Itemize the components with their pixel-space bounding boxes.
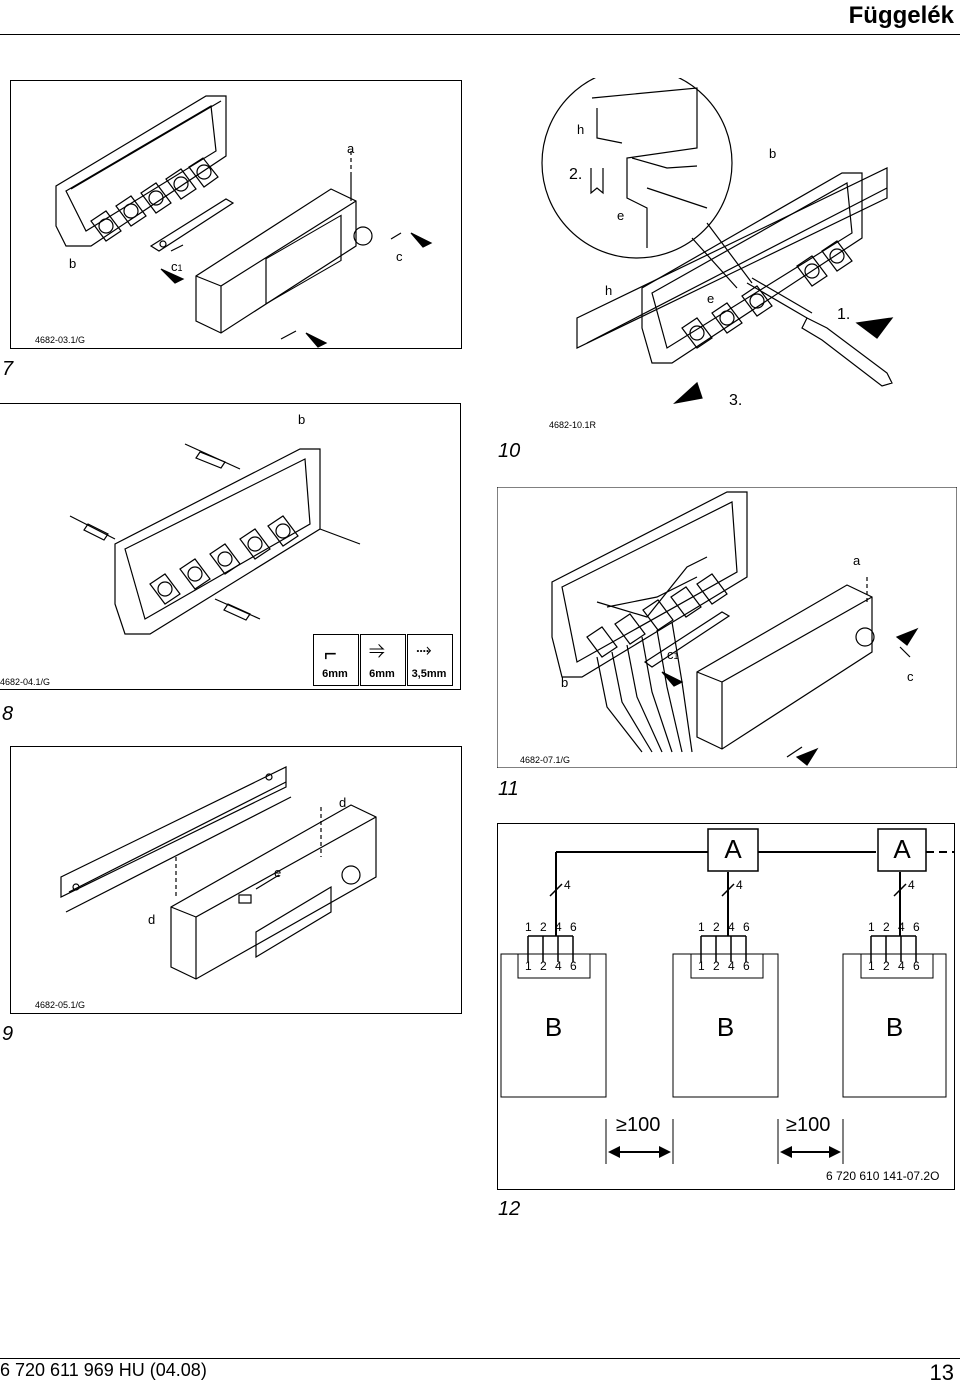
figure-12-diagram [500,828,954,1164]
upper-terminal-2-3: 4 [728,920,735,934]
upper-terminal-2-2: 2 [713,920,720,934]
distance-2-value: 100 [796,1114,831,1136]
fig12-code: 6 720 610 141-07.2O [826,1169,940,1183]
upper-terminal-3-1: 1 [868,920,875,934]
upper-terminal-2-4: 6 [743,920,750,934]
fig8-label-b: b [298,412,306,427]
tool-drill-label: 6mm [322,668,348,680]
box-b-3: B [885,1012,904,1042]
figure-11-number: 11 [498,778,519,800]
fig11-code: 4682-07.1/G [520,755,571,765]
upper-terminal-3-3: 4 [898,920,905,934]
box-a-1: A [724,834,742,864]
dowel-icon: ⥤ [369,639,385,661]
fig11-label-c1-letter: c [667,647,674,662]
fig10-step-1: 1. [837,306,851,323]
distance-1-symbol: ≥ [616,1114,627,1136]
distance-1: ≥100 [616,1114,660,1137]
footer-doc-id: 6 720 611 969 HU (04.08) [0,1360,207,1380]
upper-terminal-3-2: 2 [883,920,890,934]
figure-12-number: 12 [498,1198,521,1220]
fig10-label-h-top: h [577,122,585,137]
strip-terminal-3-3: 4 [898,959,905,973]
fig11-label-c1-sub: 1 [673,651,679,661]
fig11-label-c: c [907,669,914,684]
screw-icon: ⤑ [416,639,432,661]
wire-count-2: 4 [736,878,743,892]
fig7-label-a: a [347,141,355,156]
distance-2-symbol: ≥ [786,1114,797,1136]
figure-9-panel: d e d 4682-05.1/G [10,746,462,1014]
fig9-label-d: d [148,912,156,927]
tool-screw-box: ⤑ [407,634,453,686]
figure-7-number: 7 [2,358,14,380]
page-title: Függelék [848,2,954,29]
upper-terminal-1-2: 2 [540,920,547,934]
fig9-label-d-top: d [339,795,347,810]
figure-12-panel: A A 4 4 4 1 2 4 6 1 2 4 6 1 2 4 6 1 2 4 … [497,823,955,1190]
fig7-label-c1: c1 [171,259,183,274]
figure-10-panel: h b 2. e h e 1. 3. 4682-10.1R [497,78,957,430]
figure-10-number: 10 [498,440,521,462]
tool-drill-box: ⌐ [313,634,359,686]
figure-9-illustration [60,766,377,980]
figure-7-panel: a b c1 c 4682-03.1/G [10,80,462,349]
strip-terminal-1-3: 4 [555,959,562,973]
fig10-label-e-top: e [617,208,625,223]
box-b-1: B [544,1012,563,1042]
fig10-label-e: e [707,291,715,306]
figure-7-illustration [55,95,433,348]
figure-11-panel: a c1 b c [497,487,957,768]
figure-10-illustration [541,78,894,404]
fig8-code: 4682-04.1/G [0,677,51,687]
fig10-step-2: 2. [569,166,583,183]
distance-2: ≥100 [786,1114,830,1137]
fig7-code: 4682-03.1/G [35,335,86,345]
fig10-label-h: h [605,283,613,298]
fig10-code: 4682-10.1R [549,420,597,430]
upper-terminal-2-1: 1 [698,920,705,934]
wire-count-1: 4 [564,878,571,892]
fig7-label-b: b [69,256,77,271]
strip-terminal-3-4: 6 [913,959,920,973]
fig9-code: 4682-05.1/G [35,1000,86,1010]
upper-terminal-1-3: 4 [555,920,562,934]
wire-count-3: 4 [908,878,915,892]
fig11-label-a: a [853,553,861,568]
box-a-2: A [893,834,911,864]
strip-terminal-2-1: 1 [698,959,705,973]
strip-terminal-1-1: 1 [525,959,532,973]
fig11-label-b: b [561,675,569,690]
fig10-label-b: b [769,146,777,161]
strip-terminal-2-2: 2 [713,959,720,973]
strip-terminal-1-4: 6 [570,959,577,973]
tool-dowel-box: ⥤ [360,634,406,686]
fig11-label-c1: c1 [667,647,679,662]
fig7-label-c1-sub: 1 [177,263,183,273]
drill-icon: ⌐ [324,641,337,666]
figure-9-number: 9 [2,1023,14,1045]
upper-terminal-3-4: 6 [913,920,920,934]
strip-terminal-3-2: 2 [883,959,890,973]
figure-8-number: 8 [2,703,14,725]
upper-terminal-1-4: 6 [570,920,577,934]
figure-8-illustration [69,443,361,635]
page-header: Függelék [0,0,960,35]
strip-terminal-3-1: 1 [868,959,875,973]
figure-11-illustration [497,487,957,768]
upper-terminal-1-1: 1 [525,920,532,934]
strip-terminal-1-2: 2 [540,959,547,973]
footer-page-number: 13 [929,1360,954,1385]
fig10-step-3: 3. [729,392,743,409]
box-b-2: B [716,1012,735,1042]
footer-divider [0,1358,960,1359]
tool-dowel-label: 6mm [369,668,395,680]
strip-terminal-2-4: 6 [743,959,750,973]
distance-1-value: 100 [626,1114,661,1136]
fig9-label-e: e [274,865,282,880]
tool-screw-label: 3,5mm [411,668,447,680]
fig7-label-c: c [396,249,403,264]
fig7-label-c1-letter: c [171,259,178,274]
strip-terminal-2-3: 4 [728,959,735,973]
